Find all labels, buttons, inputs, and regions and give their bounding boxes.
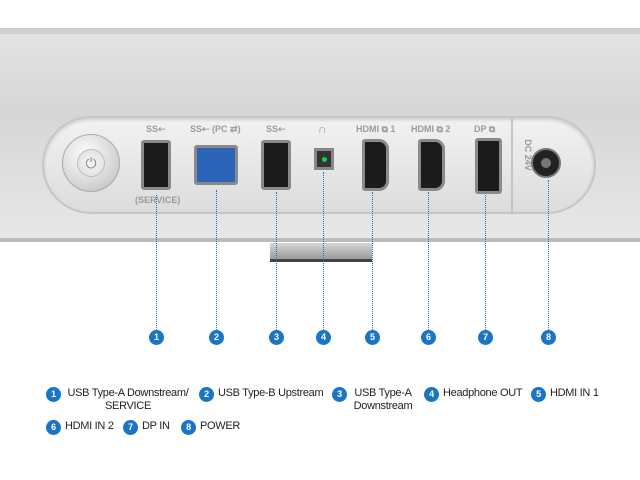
callout-8: 8: [541, 330, 556, 345]
usb-a-service-port: [141, 140, 171, 190]
legend-item: 2 USB Type-B Upstream: [199, 387, 324, 402]
legend-number: 6: [46, 420, 61, 435]
callout-2: 2: [209, 330, 224, 345]
legend-item: 7 DP IN: [123, 420, 170, 435]
hdmi1-label: HDMI ⧉ 1: [356, 124, 396, 134]
legend-number: 1: [46, 387, 61, 402]
legend-number: 3: [332, 387, 347, 402]
legend-number: 7: [123, 420, 138, 435]
legend-text: HDMI IN 1: [550, 387, 599, 399]
legend-text: HDMI IN 2: [65, 420, 114, 432]
stand-neck: [270, 243, 372, 262]
callout-line: [276, 192, 277, 330]
legend-number: 8: [181, 420, 196, 435]
legend-text: USB Type-A Downstream: [353, 387, 413, 412]
usb-b-label: SS⇠ (PC ⇄): [190, 124, 241, 134]
panel-edge: [0, 238, 640, 242]
legend-item: 4 Headphone OUT: [424, 387, 523, 402]
callout-line: [323, 172, 324, 330]
legend-number: 4: [424, 387, 439, 402]
hdmi1-port: [362, 139, 389, 191]
legend-text: USB Type-B Upstream: [218, 387, 324, 399]
callout-1: 1: [149, 330, 164, 345]
callout-line: [428, 192, 429, 330]
legend-text: Headphone OUT: [443, 387, 523, 399]
headphone-icon: ∩: [318, 122, 327, 136]
hdmi2-label: HDMI ⧉ 2: [411, 124, 451, 134]
legend-number: 2: [199, 387, 214, 402]
legend-number: 5: [531, 387, 546, 402]
callout-line: [485, 195, 486, 330]
legend-item: 8 POWER: [181, 420, 240, 435]
legend-item: 5 HDMI IN 1: [531, 387, 599, 402]
callout-6: 6: [421, 330, 436, 345]
usb-ss-label: SS⇠: [146, 124, 166, 134]
callout-5: 5: [365, 330, 380, 345]
dp-label: DP ⧉: [474, 124, 496, 134]
callout-4: 4: [316, 330, 331, 345]
legend-text: USB Type-A Downstream/ SERVICE: [67, 387, 189, 412]
hdmi2-port: [418, 139, 445, 191]
legend-item: 1 USB Type-A Downstream/ SERVICE: [46, 387, 191, 413]
panel-edge: [0, 28, 640, 34]
headphone-jack: [314, 148, 334, 170]
callout-line: [156, 195, 157, 330]
callout-line: [216, 190, 217, 330]
dp-port: [475, 138, 502, 194]
callout-line: [372, 192, 373, 330]
usb-ss-label: SS⇠: [266, 124, 286, 134]
callout-line: [548, 180, 549, 330]
usb-b-port: [194, 145, 238, 185]
callout-3: 3: [269, 330, 284, 345]
legend-item: 6 HDMI IN 2: [46, 420, 114, 435]
legend-text: DP IN: [142, 420, 170, 432]
legend-item: 3 USB Type-A Downstream: [332, 387, 415, 413]
usb-a-port: [261, 140, 291, 190]
service-label: (SERVICE): [135, 195, 181, 205]
dc-power-port: [531, 148, 561, 178]
callout-7: 7: [478, 330, 493, 345]
legend-text: POWER: [200, 420, 241, 432]
divider: [511, 118, 513, 212]
power-icon: ⏻: [77, 149, 105, 177]
